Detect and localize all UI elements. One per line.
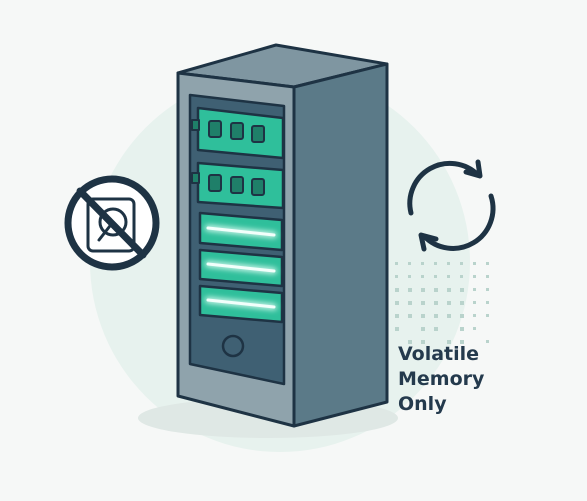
memory-slot [198,284,284,324]
data-dot [473,288,476,291]
data-dot [486,301,489,304]
data-dot [395,314,399,318]
data-dot [395,327,399,331]
data-dot [486,340,489,343]
data-dot [434,301,438,305]
data-dot [421,262,424,265]
data-dot [460,262,463,265]
server-side [292,62,389,428]
data-dot [473,262,476,265]
memory-slot [198,248,284,288]
data-dot [460,301,464,305]
data-dot [434,262,437,265]
data-dot [395,262,398,265]
data-dot [460,340,464,344]
data-dot [486,262,489,265]
data-dot [460,314,464,318]
data-dot [460,327,464,331]
data-dot [434,288,438,292]
data-dot [421,314,425,318]
data-dot [434,275,437,278]
data-dot [473,275,476,278]
data-dot [486,275,489,278]
data-dot [460,288,464,292]
memory-slot [198,211,284,252]
data-dot [473,314,476,317]
data-dot [460,275,463,278]
data-dot [447,288,451,292]
caption-line: Only [398,393,447,415]
data-dot [434,314,438,318]
data-dot [434,327,438,331]
data-dot [421,275,424,278]
data-dot [395,275,398,278]
memory-module-icon [191,161,285,210]
data-dot [473,327,476,330]
server-rack-icon [176,43,389,428]
refresh-cycle-icon [407,159,496,252]
data-dot [408,288,412,292]
caption-line: Memory [398,368,485,390]
caption-line: Volatile [398,343,480,365]
data-dot [447,262,450,265]
data-dot [486,288,489,291]
data-dot [408,262,411,265]
data-dot [408,314,412,318]
data-dot [447,340,451,344]
data-dot [447,314,451,318]
data-dot [408,340,412,344]
data-dot [486,314,489,317]
data-dot [408,301,412,305]
power-button-icon [221,334,245,358]
data-dot [395,288,399,292]
data-dot [473,301,476,304]
data-dot [421,340,425,344]
data-dot [408,275,411,278]
data-dot [421,301,425,305]
data-dot [447,275,450,278]
volatile-memory-caption: Volatile Memory Only [398,342,548,417]
data-dot [421,327,425,331]
data-dot [447,301,451,305]
data-dot [421,288,425,292]
data-dot [395,301,399,305]
memory-module-icon [191,106,285,160]
no-hard-disk-icon [64,175,160,271]
